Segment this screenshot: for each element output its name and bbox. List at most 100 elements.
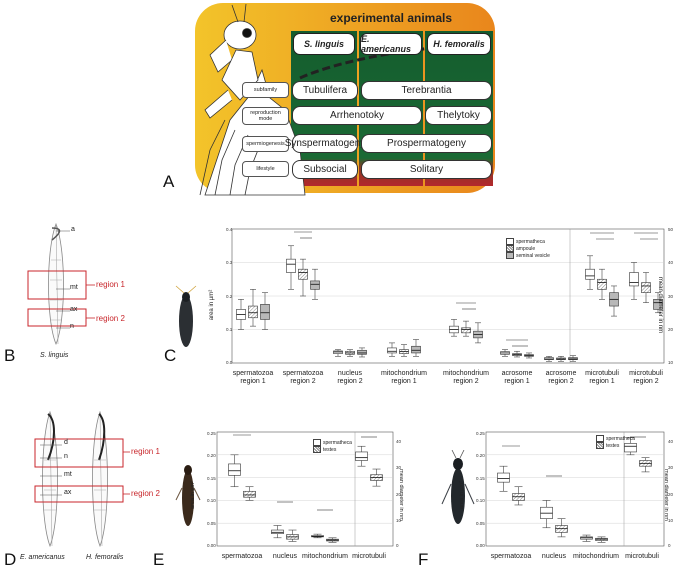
chart-f-ytick-left: 0.15 [476, 476, 485, 481]
box [355, 451, 368, 461]
row-label-subfamily: subfamily [242, 82, 289, 98]
beetle-photo-c [175, 285, 197, 347]
panel-c: area in µm² mean diameter in nm 0.4 0.3 … [160, 210, 685, 390]
species-label-s-linguis: S. linguis [40, 352, 69, 359]
box [243, 490, 256, 498]
label-a: a [71, 226, 75, 233]
chart-c-ytick-right: 50 [668, 227, 674, 232]
box [248, 305, 258, 319]
species-label-e-americanus: E. americanus [20, 554, 65, 561]
chart-f-category: mitochondrium [573, 553, 619, 560]
chart-c-ytick-left: 0.0 [226, 360, 233, 365]
legend-swatch-spermatheca [596, 435, 604, 442]
region-1-box [34, 438, 124, 468]
chart-e-ytick-left: 0.05 [207, 521, 216, 526]
legend-text: seminal vesicle [516, 252, 550, 259]
legend-swatch-testes [596, 442, 604, 450]
cell-subsocial: Subsocial [292, 160, 358, 179]
panel-letter-f: F [418, 550, 429, 569]
cell-arrhenotoky: Arrhenotoky [292, 106, 422, 125]
cell-prospermatogeny: Prospermatogeny [361, 134, 492, 153]
box [298, 268, 308, 280]
legend-swatch-spermatheca [506, 238, 514, 245]
legend-item: seminal vesicle [506, 252, 550, 260]
chart-c-category: spermatozoa region 2 [282, 370, 324, 386]
legend-swatch-seminal-vesicle [506, 252, 514, 260]
chart-e-category: spermatozoa [221, 553, 263, 560]
plot-frame [485, 431, 665, 547]
label-n: n [64, 453, 68, 460]
chart-c-ytick-left: 0.3 [226, 260, 233, 265]
legend-text: spermatheca [606, 435, 635, 442]
chart-e-ytick-right: 30 [396, 465, 402, 470]
thrips-photo-e [175, 465, 201, 526]
region-1-label: region 1 [96, 280, 125, 289]
box [357, 349, 367, 355]
chart-c-ytick-right: 10 [668, 360, 674, 365]
chart-c-category: nucleus region 2 [337, 370, 363, 386]
box [461, 327, 471, 334]
cell-thelytoky: Thelytoky [425, 106, 492, 125]
label-mt: mt [64, 471, 72, 478]
box [228, 463, 241, 476]
chart-f-ytick-left: 0.05 [476, 521, 485, 526]
chart-c-category: microtubuli region 2 [629, 370, 663, 386]
chart-c-legend: spermatheca ampoule seminal vesicle [506, 238, 550, 260]
region-2-box [27, 308, 87, 327]
chart-c-category: acrosome region 2 [545, 370, 577, 386]
row-label-spermiogenesis: spermiogenesis [242, 136, 289, 152]
chart-e-ytick-right: 40 [396, 439, 402, 444]
chart-f-ytick-right: 10 [668, 518, 674, 523]
chart-e-ytick-left: 0.00 [207, 543, 216, 548]
panel-a-title: experimental animals [329, 11, 453, 25]
box [585, 268, 595, 280]
legend-text: testes [606, 442, 620, 449]
chart-f-ytick-right: 20 [668, 492, 674, 497]
plot-frame [216, 431, 394, 547]
box [411, 345, 421, 354]
box [387, 347, 397, 354]
box [629, 272, 639, 287]
legend-item: spermatheca [596, 435, 635, 442]
sperm-outline [48, 222, 64, 346]
chart-f-ytick-left: 0.25 [476, 431, 485, 436]
chart-c-ytick-right: 20 [668, 327, 674, 332]
chart-e-ytick-left: 0.20 [207, 453, 216, 458]
chart-c-category: mitochondrium region 2 [443, 370, 489, 386]
chart-e-ytick-right: 20 [396, 492, 402, 497]
chart-e-legend: spermatheca testes [313, 439, 352, 454]
region-1-label: region 1 [131, 447, 160, 456]
cell-tubulifera: Tubulifera [292, 81, 358, 100]
legend-swatch-testes [313, 446, 321, 454]
cell-terebrantia: Terebrantia [361, 81, 492, 100]
box [497, 472, 510, 483]
chart-f-category: spermatozoa [490, 553, 532, 560]
legend-item: testes [313, 446, 352, 454]
label-d: d [64, 439, 68, 446]
chart-c-ytick-left: 0.2 [226, 294, 233, 299]
chart-e-ytick-left: 0.15 [207, 476, 216, 481]
region-2-label: region 2 [131, 489, 160, 498]
panel-d: d n mt ax region 1 region 2 E. americanu… [0, 400, 170, 570]
legend-text: ampoule [516, 245, 536, 252]
chart-c-ytick-right: 40 [668, 260, 674, 265]
chart-c-ylabel-right: mean diameter in nm [657, 276, 664, 334]
label-mt: mt [70, 284, 78, 291]
panel-b: a mt ax n region 1 region 2 S. linguis B [0, 210, 160, 370]
row-label-lifestyle: lifestyle [242, 161, 289, 177]
legend-item: ampoule [506, 245, 550, 253]
panel-d-drawing [34, 410, 130, 548]
legend-text: spermatheca [323, 439, 352, 446]
legend-item: testes [596, 442, 635, 450]
chart-f-ytick-left: 0.00 [476, 543, 485, 548]
chart-e-category: nucleus [272, 553, 298, 560]
chart-c-category: acrosome region 1 [501, 370, 533, 386]
species-header-h-femoralis: H. femoralis [427, 33, 491, 55]
chart-c-category: spermatozoa region 1 [232, 370, 274, 386]
panel-letter-c: C [164, 346, 177, 365]
chart-f-category: nucleus [541, 553, 567, 560]
box [653, 299, 663, 310]
box [641, 282, 651, 293]
chart-f-ytick-right: 30 [668, 465, 674, 470]
label-ax: ax [64, 489, 72, 496]
